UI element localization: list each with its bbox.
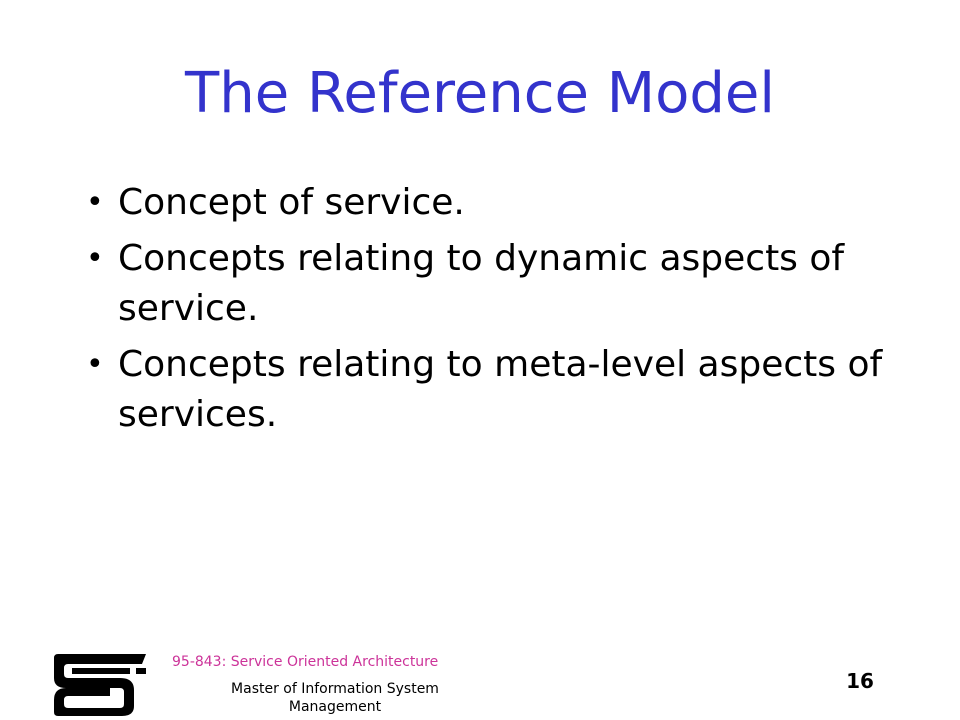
- bullet-item: • Concepts relating to dynamic aspects o…: [86, 234, 906, 334]
- bullet-item: • Concepts relating to meta-level aspect…: [86, 340, 906, 440]
- bullet-text: Concepts relating to meta-level aspects …: [118, 344, 883, 435]
- footer-course-title: 95-843: Service Oriented Architecture: [172, 654, 439, 670]
- bullet-item: • Concept of service.: [86, 178, 906, 228]
- bullet-text: Concept of service.: [118, 182, 465, 223]
- footer-program-name: Master of Information System Management: [231, 681, 439, 715]
- bullet-marker: •: [86, 241, 104, 276]
- bullet-text: Concepts relating to dynamic aspects of …: [118, 238, 845, 329]
- slide-title: The Reference Model: [185, 61, 775, 126]
- page-number: 16: [846, 669, 874, 693]
- cmu-logo-icon: [54, 654, 146, 716]
- bullet-marker: •: [86, 347, 104, 382]
- bullet-marker: •: [86, 185, 104, 220]
- bullet-list: • Concept of service. • Concepts relatin…: [86, 178, 906, 446]
